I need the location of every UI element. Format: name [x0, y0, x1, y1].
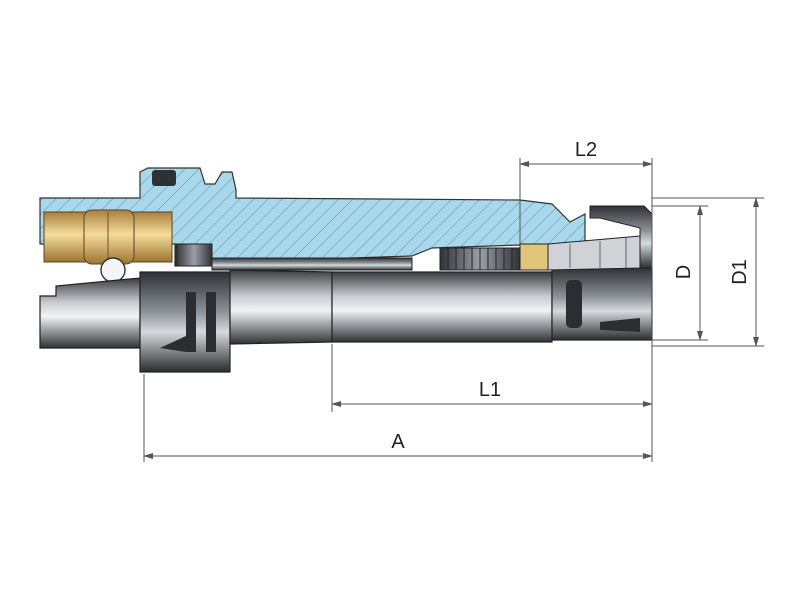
label-A: A	[391, 431, 405, 453]
extension-tube	[331, 271, 553, 343]
label-D: D	[673, 265, 695, 279]
extension-body	[229, 269, 333, 345]
locking-ball	[100, 257, 126, 283]
collet-nut-section	[589, 205, 653, 269]
outer-view	[39, 205, 653, 373]
label-D1: D1	[729, 259, 751, 285]
clamping-ring	[43, 209, 173, 265]
label-L1: L1	[479, 379, 501, 401]
dimensions	[143, 158, 764, 462]
flange	[139, 271, 231, 373]
hsk-shank	[39, 277, 141, 349]
adjusting-screw	[439, 243, 549, 271]
drive-key	[152, 170, 176, 186]
label-L2: L2	[575, 139, 597, 161]
draw-bolt	[175, 243, 413, 271]
